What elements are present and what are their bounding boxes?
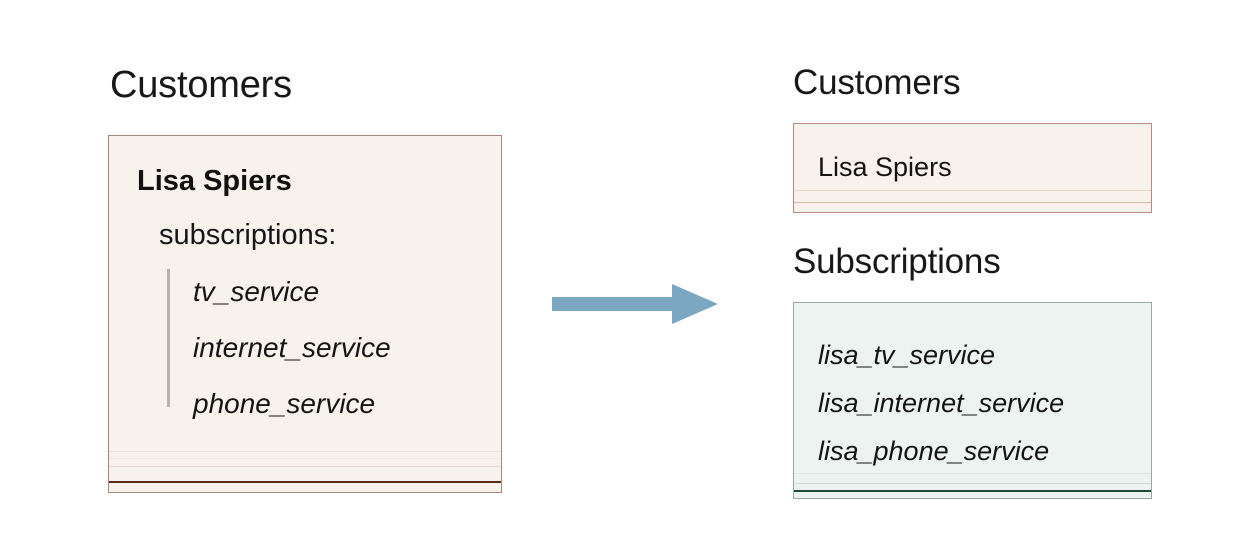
card-accent-line [794,490,1151,492]
table-row: lisa_phone_service [818,436,1050,466]
left-customers-card: Lisa Spiers subscriptions: tv_service in… [108,135,502,493]
right-customers-heading: Customers [793,63,961,102]
card-stack-line [794,473,1151,474]
right-subscriptions-card: lisa_tv_service lisa_internet_service li… [793,302,1152,499]
left-subscriptions-label: subscriptions: [159,219,337,251]
table-row: lisa_tv_service [818,340,996,370]
right-subscription-list: lisa_tv_service lisa_internet_service li… [818,331,1148,475]
right-subscriptions-heading: Subscriptions [793,242,1001,281]
left-customer-name: Lisa Spiers [137,165,292,197]
table-row: Lisa Spiers [818,152,952,182]
left-customers-heading: Customers [110,64,292,106]
right-arrow-icon [552,280,720,328]
list-item: tv_service [193,276,320,307]
card-stack-line [109,451,501,452]
list-item: internet_service [193,332,391,363]
card-stack-line [109,466,501,467]
list-item: phone_service [193,388,376,419]
nested-list-rail [167,269,170,407]
card-stack-line [109,458,501,459]
left-card-inner: Lisa Spiers subscriptions: tv_service in… [109,136,501,492]
table-row: lisa_internet_service [818,388,1065,418]
left-subscription-list: tv_service internet_service phone_servic… [193,264,493,432]
card-stack-line [794,483,1151,484]
card-accent-line [109,481,501,483]
right-customers-card: Lisa Spiers [793,123,1152,213]
card-stack-line [794,190,1151,191]
card-stack-line [794,202,1151,203]
